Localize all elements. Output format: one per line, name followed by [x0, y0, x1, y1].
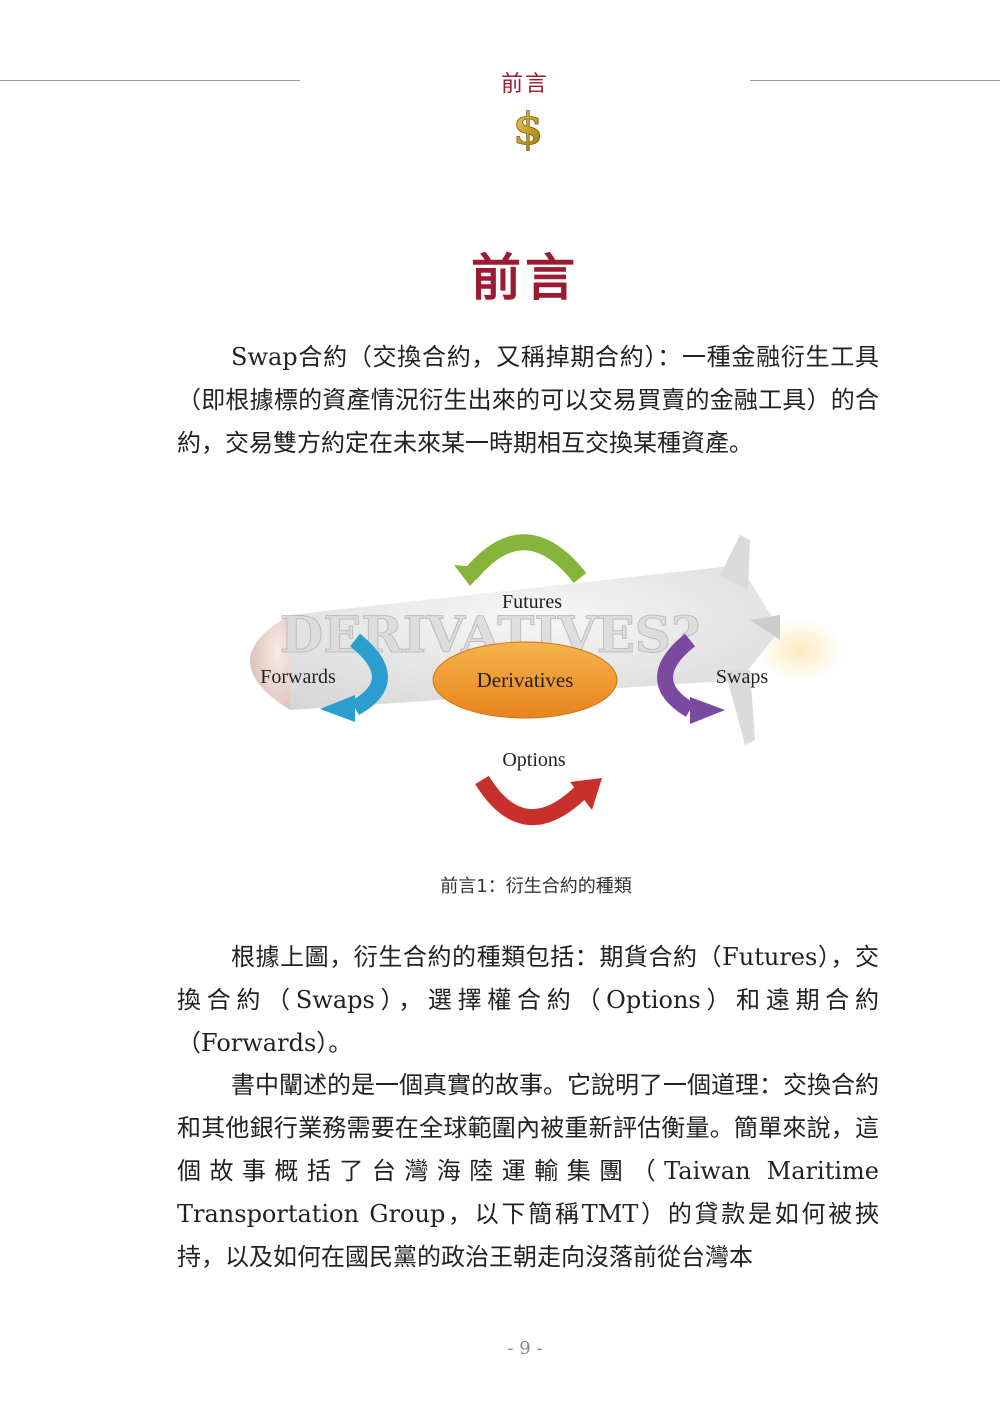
- header-rule-left: [0, 80, 300, 81]
- label-forwards: Forwards: [260, 666, 336, 688]
- svg-text:$: $: [513, 104, 544, 152]
- label-swaps: Swaps: [716, 666, 768, 688]
- running-head: 前言: [500, 72, 549, 97]
- dollar-sign-icon: $: [508, 104, 548, 156]
- label-futures: Futures: [502, 591, 562, 613]
- page-number: - 9 -: [507, 1338, 543, 1359]
- types-paragraph: 根據上圖，衍生合約的種類包括：期貨合約（Futures），交換合約（Swaps）…: [177, 943, 879, 1057]
- derivatives-figure: DERIVATIVES? Derivatives Futures Forward…: [220, 520, 850, 850]
- header-rule-right: [750, 80, 1000, 81]
- futures-arrow: [454, 534, 587, 586]
- intro-paragraph: Swap合約（交換合約，又稱掉期合約）：一種金融衍生工具（即根據標的資產情況衍生…: [177, 343, 879, 457]
- forwards-arrow: [320, 633, 388, 722]
- options-arrow: [475, 775, 602, 826]
- label-options: Options: [502, 749, 566, 771]
- figure-caption: 前言1：衍生合約的種類: [440, 876, 632, 897]
- chapter-title: 前言: [471, 248, 579, 307]
- swaps-arrow: [657, 633, 725, 724]
- story-paragraph: 書中闡述的是一個真實的故事。它說明了一個道理：交換合約和其他銀行業務需要在全球範…: [177, 1071, 879, 1271]
- center-label: Derivatives: [477, 668, 574, 692]
- center-ellipse: [432, 641, 618, 719]
